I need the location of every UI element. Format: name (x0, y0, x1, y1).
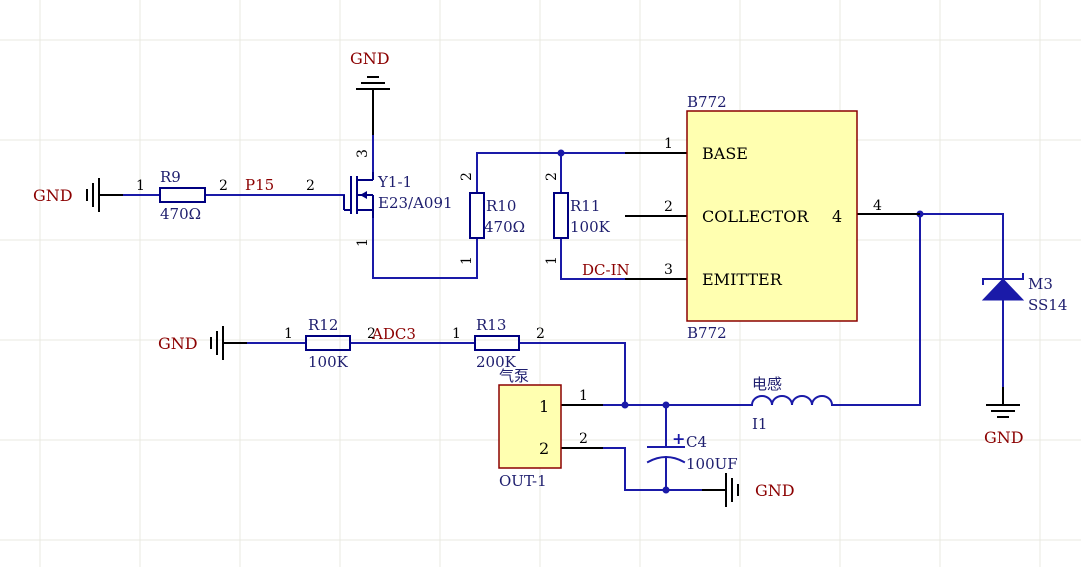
resistor-r9[interactable]: R9 470Ω 1 2 (136, 168, 228, 223)
gnd-label: GND (33, 186, 73, 205)
pin-number: 3 (664, 262, 673, 278)
pin-number: 1 (459, 256, 475, 265)
gnd-symbol-adc[interactable]: GND (158, 326, 247, 360)
pin-name-emitter: EMITTER (702, 270, 783, 289)
pin-name-4: 4 (832, 207, 842, 226)
connector-pump[interactable]: 气泵 OUT-1 1 2 1 2 (498, 367, 603, 490)
pin-number: 1 (544, 256, 560, 265)
resistor-r13[interactable]: R13 200K 1 2 (452, 316, 545, 371)
m3-designator: M3 (1028, 275, 1053, 293)
gnd-symbol-diode[interactable]: GND (984, 387, 1024, 447)
inductor-value: I1 (752, 415, 767, 433)
net-label-p15: P15 (245, 176, 274, 194)
resistor-r11[interactable]: R11 100K 2 1 (544, 172, 611, 265)
pump-value: OUT-1 (499, 472, 547, 490)
capacitor-c4[interactable]: + C4 100UF (646, 427, 738, 477)
r10-value: 470Ω (484, 218, 525, 236)
pin-number: 1 (664, 136, 673, 152)
r10-designator: R10 (486, 197, 516, 215)
net-label-dc-in: DC-IN (582, 261, 630, 279)
pin-number: 1 (136, 178, 145, 194)
pump-designator: 气泵 (499, 367, 529, 385)
r13-designator: R13 (476, 316, 506, 334)
pin-number: 2 (367, 326, 376, 342)
gnd-label: GND (350, 49, 390, 68)
r12-value: 100K (308, 353, 349, 371)
pin-name: 1 (539, 397, 549, 416)
c4-designator: C4 (686, 433, 707, 451)
junction-dot (662, 486, 670, 494)
resistor-r10[interactable]: R10 470Ω 2 1 (459, 172, 525, 265)
b772-value: B772 (687, 324, 727, 342)
diode-m3[interactable]: M3 SS14 (981, 264, 1067, 317)
pin-number: 1 (579, 388, 588, 404)
r9-value: 470Ω (160, 205, 201, 223)
gnd-symbol-cap[interactable]: GND (702, 473, 795, 507)
r11-value: 100K (570, 218, 611, 236)
r11-designator: R11 (570, 197, 600, 215)
junction-dot (662, 401, 670, 409)
gnd-label: GND (158, 334, 198, 353)
c4-polarity: + (672, 429, 685, 448)
gnd-label: GND (984, 428, 1024, 447)
gnd-symbol-left[interactable]: GND (33, 178, 123, 212)
c4-value: 100UF (686, 455, 738, 473)
pin-number: 2 (219, 178, 228, 194)
junction-dot (621, 401, 629, 409)
r9-designator: R9 (160, 168, 181, 186)
gnd-label: GND (755, 481, 795, 500)
r12-designator: R12 (308, 316, 338, 334)
pin-number: 2 (459, 172, 475, 181)
pin-number: 1 (355, 238, 371, 247)
pin-number: 3 (355, 149, 371, 158)
pin-number: 2 (664, 199, 673, 215)
resistor-r12[interactable]: R12 100K 1 2 (284, 316, 376, 371)
pin-name-base: BASE (702, 144, 748, 163)
m3-value: SS14 (1028, 296, 1067, 314)
junction-dot (557, 149, 565, 157)
pin-number: 4 (873, 198, 882, 214)
pin-number: 2 (306, 178, 315, 194)
r13-value: 200K (476, 353, 517, 371)
pin-number: 2 (579, 431, 588, 447)
y1-designator: Y1-1 (377, 173, 412, 191)
transistor-b772[interactable]: B772 B772 1 2 3 BASE COLLECTOR EMITTER 4… (625, 93, 920, 342)
pin-name-collector: COLLECTOR (702, 207, 809, 226)
pin-name: 2 (539, 439, 549, 458)
inductor-i1[interactable]: 电感 I1 (750, 375, 837, 433)
mosfet-y1[interactable]: Y1-1 E23/A091 2 1 3 (306, 149, 453, 247)
b772-designator: B772 (687, 93, 727, 111)
net-label-adc3: ADC3 (371, 325, 416, 343)
pin-number: 2 (536, 326, 545, 342)
pin-number: 1 (284, 326, 293, 342)
wires (122, 134, 1004, 491)
inductor-designator: 电感 (752, 375, 782, 393)
y1-value: E23/A091 (378, 194, 453, 212)
pin-number: 2 (544, 172, 560, 181)
gnd-symbol-top[interactable]: GND (350, 49, 390, 135)
pin-number: 1 (452, 326, 461, 342)
